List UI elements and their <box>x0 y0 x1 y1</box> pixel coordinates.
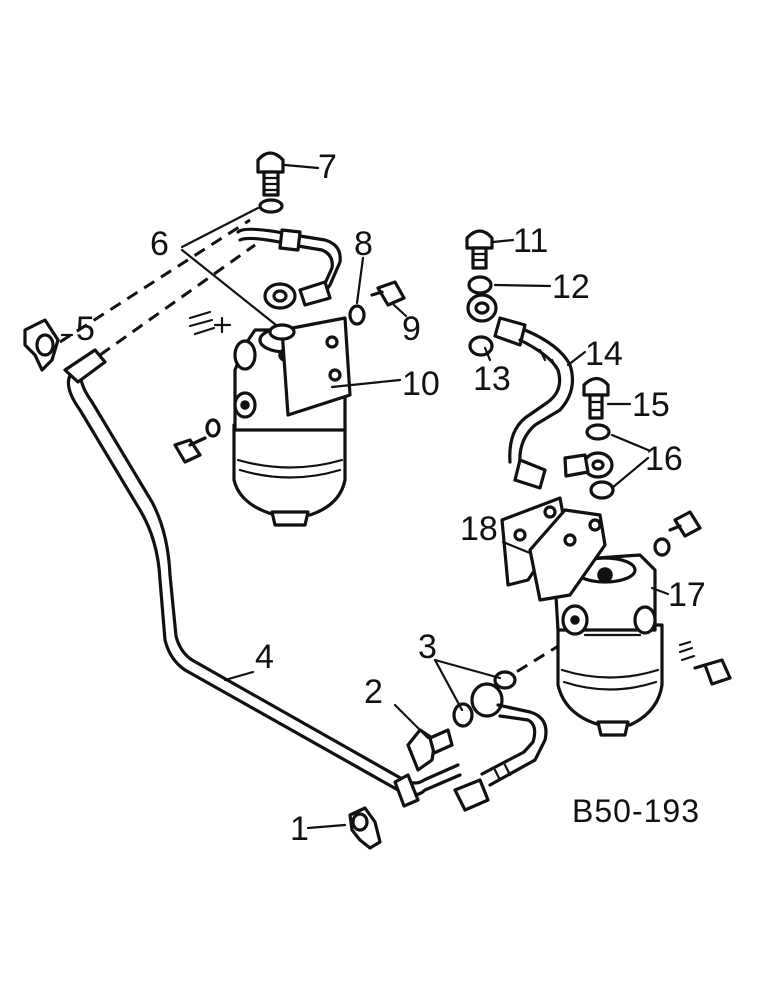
label-16: 16 <box>645 440 683 478</box>
label-3: 3 <box>418 628 437 666</box>
fuel-hose-14 <box>466 293 574 490</box>
fuel-hose-lower <box>453 682 548 812</box>
label-9: 9 <box>402 310 421 348</box>
fuel-hose-left <box>236 227 342 341</box>
washer-8 <box>348 304 366 326</box>
label-10: 10 <box>402 365 440 403</box>
part-labels: 1 2 3 4 5 6 7 8 9 10 11 12 13 14 15 16 1… <box>76 148 706 848</box>
washers-3 <box>452 670 517 728</box>
fuel-pipe-4 <box>63 348 462 808</box>
leader-lines <box>60 163 670 830</box>
bolt-rear-left <box>188 310 232 336</box>
pipe-clip-5 <box>23 318 60 372</box>
label-1: 1 <box>290 810 309 848</box>
bolt-right-lower <box>678 640 732 686</box>
fuel-filter-left <box>232 316 352 527</box>
banjo-bolt-15 <box>582 376 610 420</box>
label-7: 7 <box>318 148 337 186</box>
dashed-line-pipe <box>99 243 256 357</box>
diagram-code: B50-193 <box>572 793 700 829</box>
washer-12 <box>467 275 493 295</box>
washer-13 <box>468 335 494 357</box>
washers-16 <box>563 423 615 500</box>
label-4: 4 <box>255 638 274 676</box>
label-18: 18 <box>460 510 498 548</box>
label-8: 8 <box>354 225 373 263</box>
label-14: 14 <box>585 335 623 373</box>
label-15: 15 <box>632 386 670 424</box>
label-11: 11 <box>513 222 548 260</box>
bracket-18 <box>500 496 607 602</box>
pipe-clip-1 <box>348 806 382 850</box>
label-13: 13 <box>473 360 511 398</box>
banjo-bolt-2 <box>406 728 454 772</box>
label-5: 5 <box>76 310 95 348</box>
banjo-bolt-11 <box>465 229 494 270</box>
banjo-bolt-7 <box>256 151 285 214</box>
dashed-line-5 <box>59 218 251 344</box>
label-12: 12 <box>552 268 590 306</box>
label-6: 6 <box>150 225 169 263</box>
bleed-screw-9 <box>370 280 406 307</box>
bolt-left-filter <box>173 418 221 464</box>
label-17: 17 <box>668 576 706 614</box>
label-2: 2 <box>364 673 383 711</box>
bolt-right-upper <box>653 510 702 557</box>
